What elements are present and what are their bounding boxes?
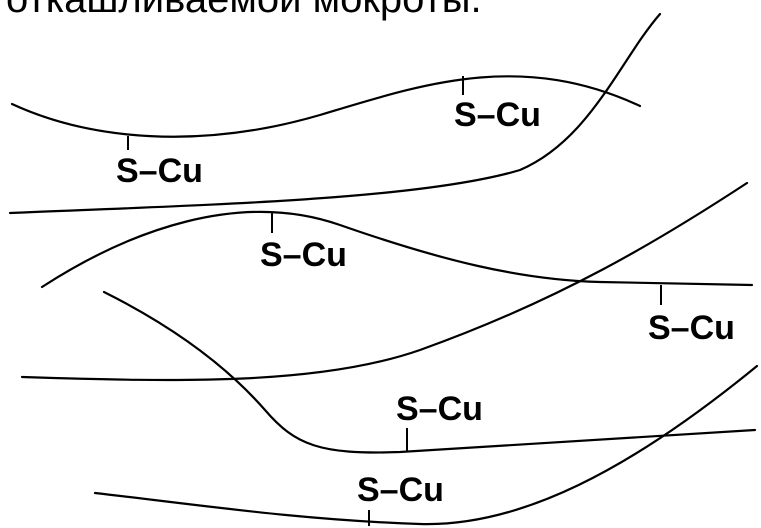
bond-label: S–Cu — [648, 309, 735, 347]
crosslink-6: S–Cu — [357, 471, 444, 526]
strand-4 — [20, 181, 749, 382]
crosslink-1: S–Cu — [116, 136, 203, 190]
cropped-heading-text: откашливаемой мокроты. — [6, 0, 482, 21]
bond-label: S–Cu — [116, 152, 203, 190]
bond-label: S–Cu — [396, 390, 483, 428]
crosslink-3: S–Cu — [260, 212, 347, 274]
crosslink-5: S–Cu — [396, 390, 483, 451]
strand-6 — [93, 364, 759, 526]
bond-label: S–Cu — [454, 96, 541, 134]
bond-label: S–Cu — [260, 236, 347, 274]
strand-1 — [10, 75, 642, 138]
crosslink-2: S–Cu — [454, 76, 541, 134]
crosslink-4: S–Cu — [648, 285, 735, 347]
strand-5 — [102, 290, 757, 454]
strand-2 — [8, 12, 662, 215]
strand-3 — [40, 210, 754, 289]
bond-label: S–Cu — [357, 471, 444, 509]
